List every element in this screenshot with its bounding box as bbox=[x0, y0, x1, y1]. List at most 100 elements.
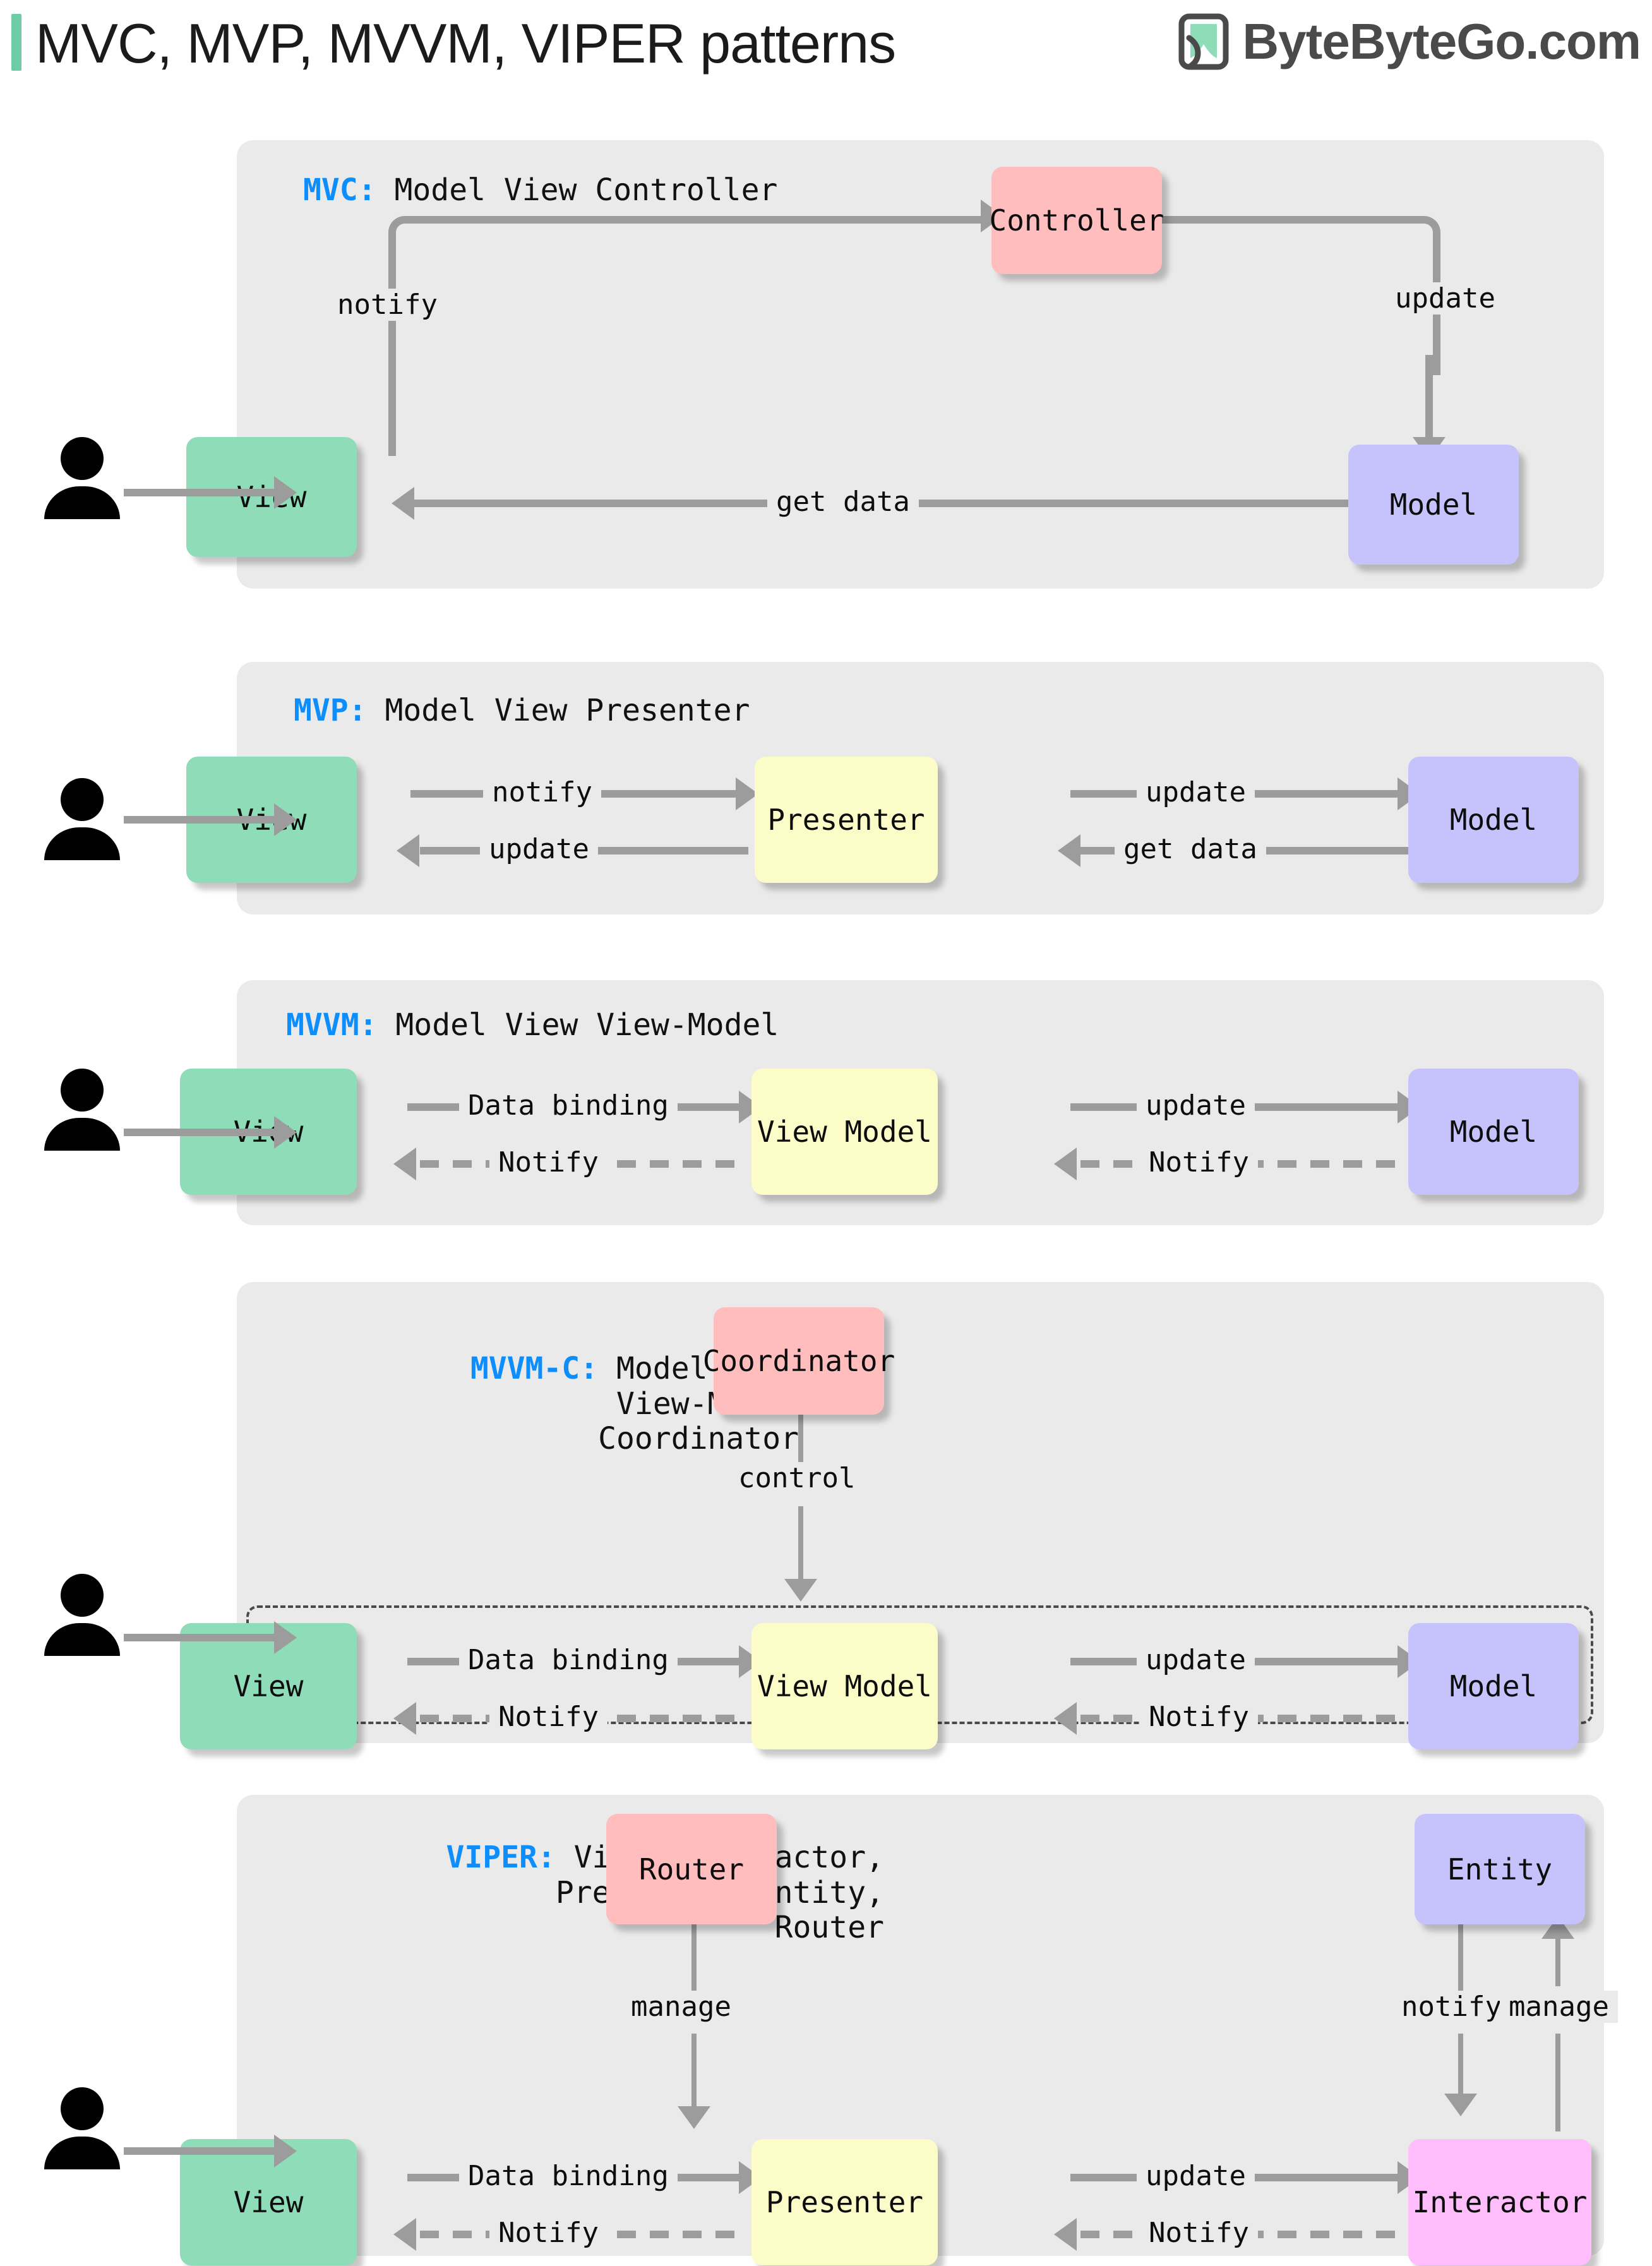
section-subtitle-mvp: Model View Presenter bbox=[366, 693, 750, 728]
user-icon-viper bbox=[44, 2087, 120, 2169]
edge-label-control: control bbox=[729, 1462, 865, 1494]
actor-line-mvvmc bbox=[124, 1634, 275, 1641]
title-accent-bar bbox=[11, 14, 21, 71]
edge-notify-entity-stem-lower bbox=[1458, 2034, 1463, 2103]
edge-label-notify-mvvm: Notify bbox=[489, 1146, 608, 1178]
page-header: MVC, MVP, MVVM, VIPER patterns ByteByteG… bbox=[0, 0, 1652, 88]
edge-notify-arrow-mvvmc bbox=[393, 1702, 416, 1735]
edge-notify2-arrow-viper bbox=[1054, 2218, 1077, 2251]
user-icon-mvvm bbox=[44, 1069, 120, 1151]
user-head bbox=[61, 1069, 104, 1112]
section-keyword-mvvmc: MVVM-C: bbox=[470, 1351, 599, 1386]
edge-notify2-arrow-mvvmc bbox=[1054, 1702, 1077, 1735]
edge-label-notify-mvvmc: Notify bbox=[489, 1701, 608, 1733]
user-icon-mvvmc bbox=[44, 1574, 120, 1656]
edge-control-stem-lower bbox=[798, 1506, 803, 1588]
actor-arrow-mvvm bbox=[274, 1116, 297, 1149]
section-subtitle3-viper: Router bbox=[774, 1910, 884, 1946]
section-mvp: MVP: Model View Presenter notify update … bbox=[186, 662, 1604, 914]
section-title-viper: VIPER: View, Interactor,Presenter, Entit… bbox=[262, 1840, 884, 1946]
node-model-mvvmc[interactable]: Model bbox=[1408, 1623, 1579, 1749]
user-icon-mvp bbox=[44, 778, 120, 860]
edge-getdata-arrow bbox=[392, 487, 414, 520]
edge-manage-stem-upper bbox=[691, 1921, 697, 1991]
node-presenter-mvp[interactable]: Presenter bbox=[755, 757, 938, 883]
edge-notify-entity-arrow bbox=[1444, 2094, 1477, 2116]
edge-notify2-arrow-mvvm bbox=[1054, 1148, 1077, 1180]
edge-label-update-mvvm: update bbox=[1137, 1089, 1255, 1122]
edge-notify-entity-stem-upper bbox=[1458, 1921, 1463, 1991]
node-view[interactable]: View bbox=[186, 437, 357, 557]
edge-getdata-arrow-mvp bbox=[1058, 834, 1080, 867]
node-coordinator[interactable]: Coordinator bbox=[703, 1307, 895, 1415]
edge-label-notify2-mvvmc: Notify bbox=[1140, 1701, 1258, 1733]
edge-label-update-mvp: update bbox=[1137, 776, 1255, 808]
brand-name: ByteByteGo.com bbox=[1242, 13, 1641, 69]
edge-label-databinding-mvvm: Data binding bbox=[459, 1089, 678, 1122]
user-head bbox=[61, 778, 104, 821]
actor-arrow-mvc bbox=[274, 476, 297, 509]
actor-arrow-mvp bbox=[274, 803, 297, 836]
node-model-mvp[interactable]: Model bbox=[1408, 757, 1579, 883]
edge-label-notify2-viper: Notify bbox=[1140, 2217, 1258, 2249]
section-mvc: MVC: Model View Controller notify update… bbox=[186, 140, 1604, 589]
node-viewmodel-mvvmc[interactable]: View Model bbox=[751, 1623, 938, 1749]
edge-label-notify: notify bbox=[328, 289, 446, 321]
node-model[interactable]: Model bbox=[1348, 445, 1519, 565]
user-body bbox=[44, 1118, 120, 1151]
edge-control-stem-upper bbox=[798, 1415, 803, 1465]
edge-label-update: update bbox=[1386, 282, 1504, 315]
edge-notify-line bbox=[414, 216, 988, 224]
section-subtitle3-mvvmc: Coordinator bbox=[598, 1421, 799, 1457]
actor-line-mvp bbox=[124, 816, 275, 824]
page-title: MVC, MVP, MVVM, VIPER patterns bbox=[35, 12, 896, 75]
edge-manage-entity-stem-upper bbox=[1555, 1939, 1560, 1986]
section-subtitle-mvvm: Model View View-Model bbox=[377, 1007, 779, 1043]
user-body bbox=[44, 2137, 120, 2169]
node-entity[interactable]: Entity bbox=[1415, 1814, 1585, 1924]
edge-label-notify-entity: notify bbox=[1392, 1991, 1511, 2023]
user-head bbox=[61, 2087, 104, 2130]
user-head bbox=[61, 437, 104, 480]
node-view-mvvmc[interactable]: View bbox=[180, 1623, 357, 1749]
edge-update-back-arrow-mvp bbox=[397, 834, 419, 867]
edge-notify-stem-lower bbox=[388, 368, 396, 456]
section-mvvm: MVVM: Model View View-Model Data binding… bbox=[180, 980, 1604, 1225]
edge-control-arrow bbox=[784, 1579, 817, 1602]
actor-arrow-mvvmc bbox=[274, 1621, 297, 1654]
section-title-mvp: MVP: Model View Presenter bbox=[294, 693, 750, 729]
user-icon-mvc bbox=[44, 437, 120, 519]
edge-label-getdata-mvp: get data bbox=[1115, 833, 1266, 865]
node-router[interactable]: Router bbox=[606, 1814, 777, 1924]
edge-label-update-back-mvp: update bbox=[480, 833, 598, 865]
node-interactor[interactable]: Interactor bbox=[1408, 2139, 1591, 2265]
user-body bbox=[44, 827, 120, 860]
node-model-mvvm[interactable]: Model bbox=[1408, 1069, 1579, 1195]
node-presenter-viper[interactable]: Presenter bbox=[751, 2139, 938, 2265]
node-viewmodel-mvvm[interactable]: View Model bbox=[751, 1069, 938, 1195]
actor-line-mvc bbox=[124, 489, 275, 496]
edge-label-databinding-mvvmc: Data binding bbox=[459, 1644, 678, 1676]
section-title-mvc: MVC: Model View Controller bbox=[303, 172, 778, 208]
edge-label-manage-router: manage bbox=[622, 1991, 740, 2023]
edge-update-stem bbox=[1425, 355, 1433, 443]
section-subtitle-mvc: Model View Controller bbox=[376, 172, 778, 208]
edge-notify-arrow-mvvm bbox=[393, 1148, 416, 1180]
actor-line-mvvm bbox=[124, 1129, 275, 1136]
node-controller[interactable]: Controller bbox=[990, 167, 1164, 274]
user-body bbox=[44, 1623, 120, 1656]
brand-logo-group: ByteByteGo.com bbox=[1176, 10, 1641, 73]
edge-notify-arrow-viper bbox=[393, 2218, 416, 2251]
section-title-mvvm: MVVM: Model View View-Model bbox=[286, 1007, 779, 1043]
edge-label-get-data: get data bbox=[767, 486, 919, 518]
node-view-viper[interactable]: View bbox=[180, 2139, 357, 2265]
section-keyword-mvc: MVC: bbox=[303, 172, 376, 208]
edge-manage-arrow bbox=[678, 2106, 710, 2129]
user-head bbox=[61, 1574, 104, 1617]
edge-label-notify-viper: Notify bbox=[489, 2217, 608, 2249]
edge-manage-entity-stem-lower bbox=[1555, 2034, 1560, 2131]
user-body bbox=[44, 486, 120, 519]
edge-label-update-viper: update bbox=[1137, 2160, 1255, 2192]
section-keyword-viper: VIPER: bbox=[446, 1840, 556, 1875]
